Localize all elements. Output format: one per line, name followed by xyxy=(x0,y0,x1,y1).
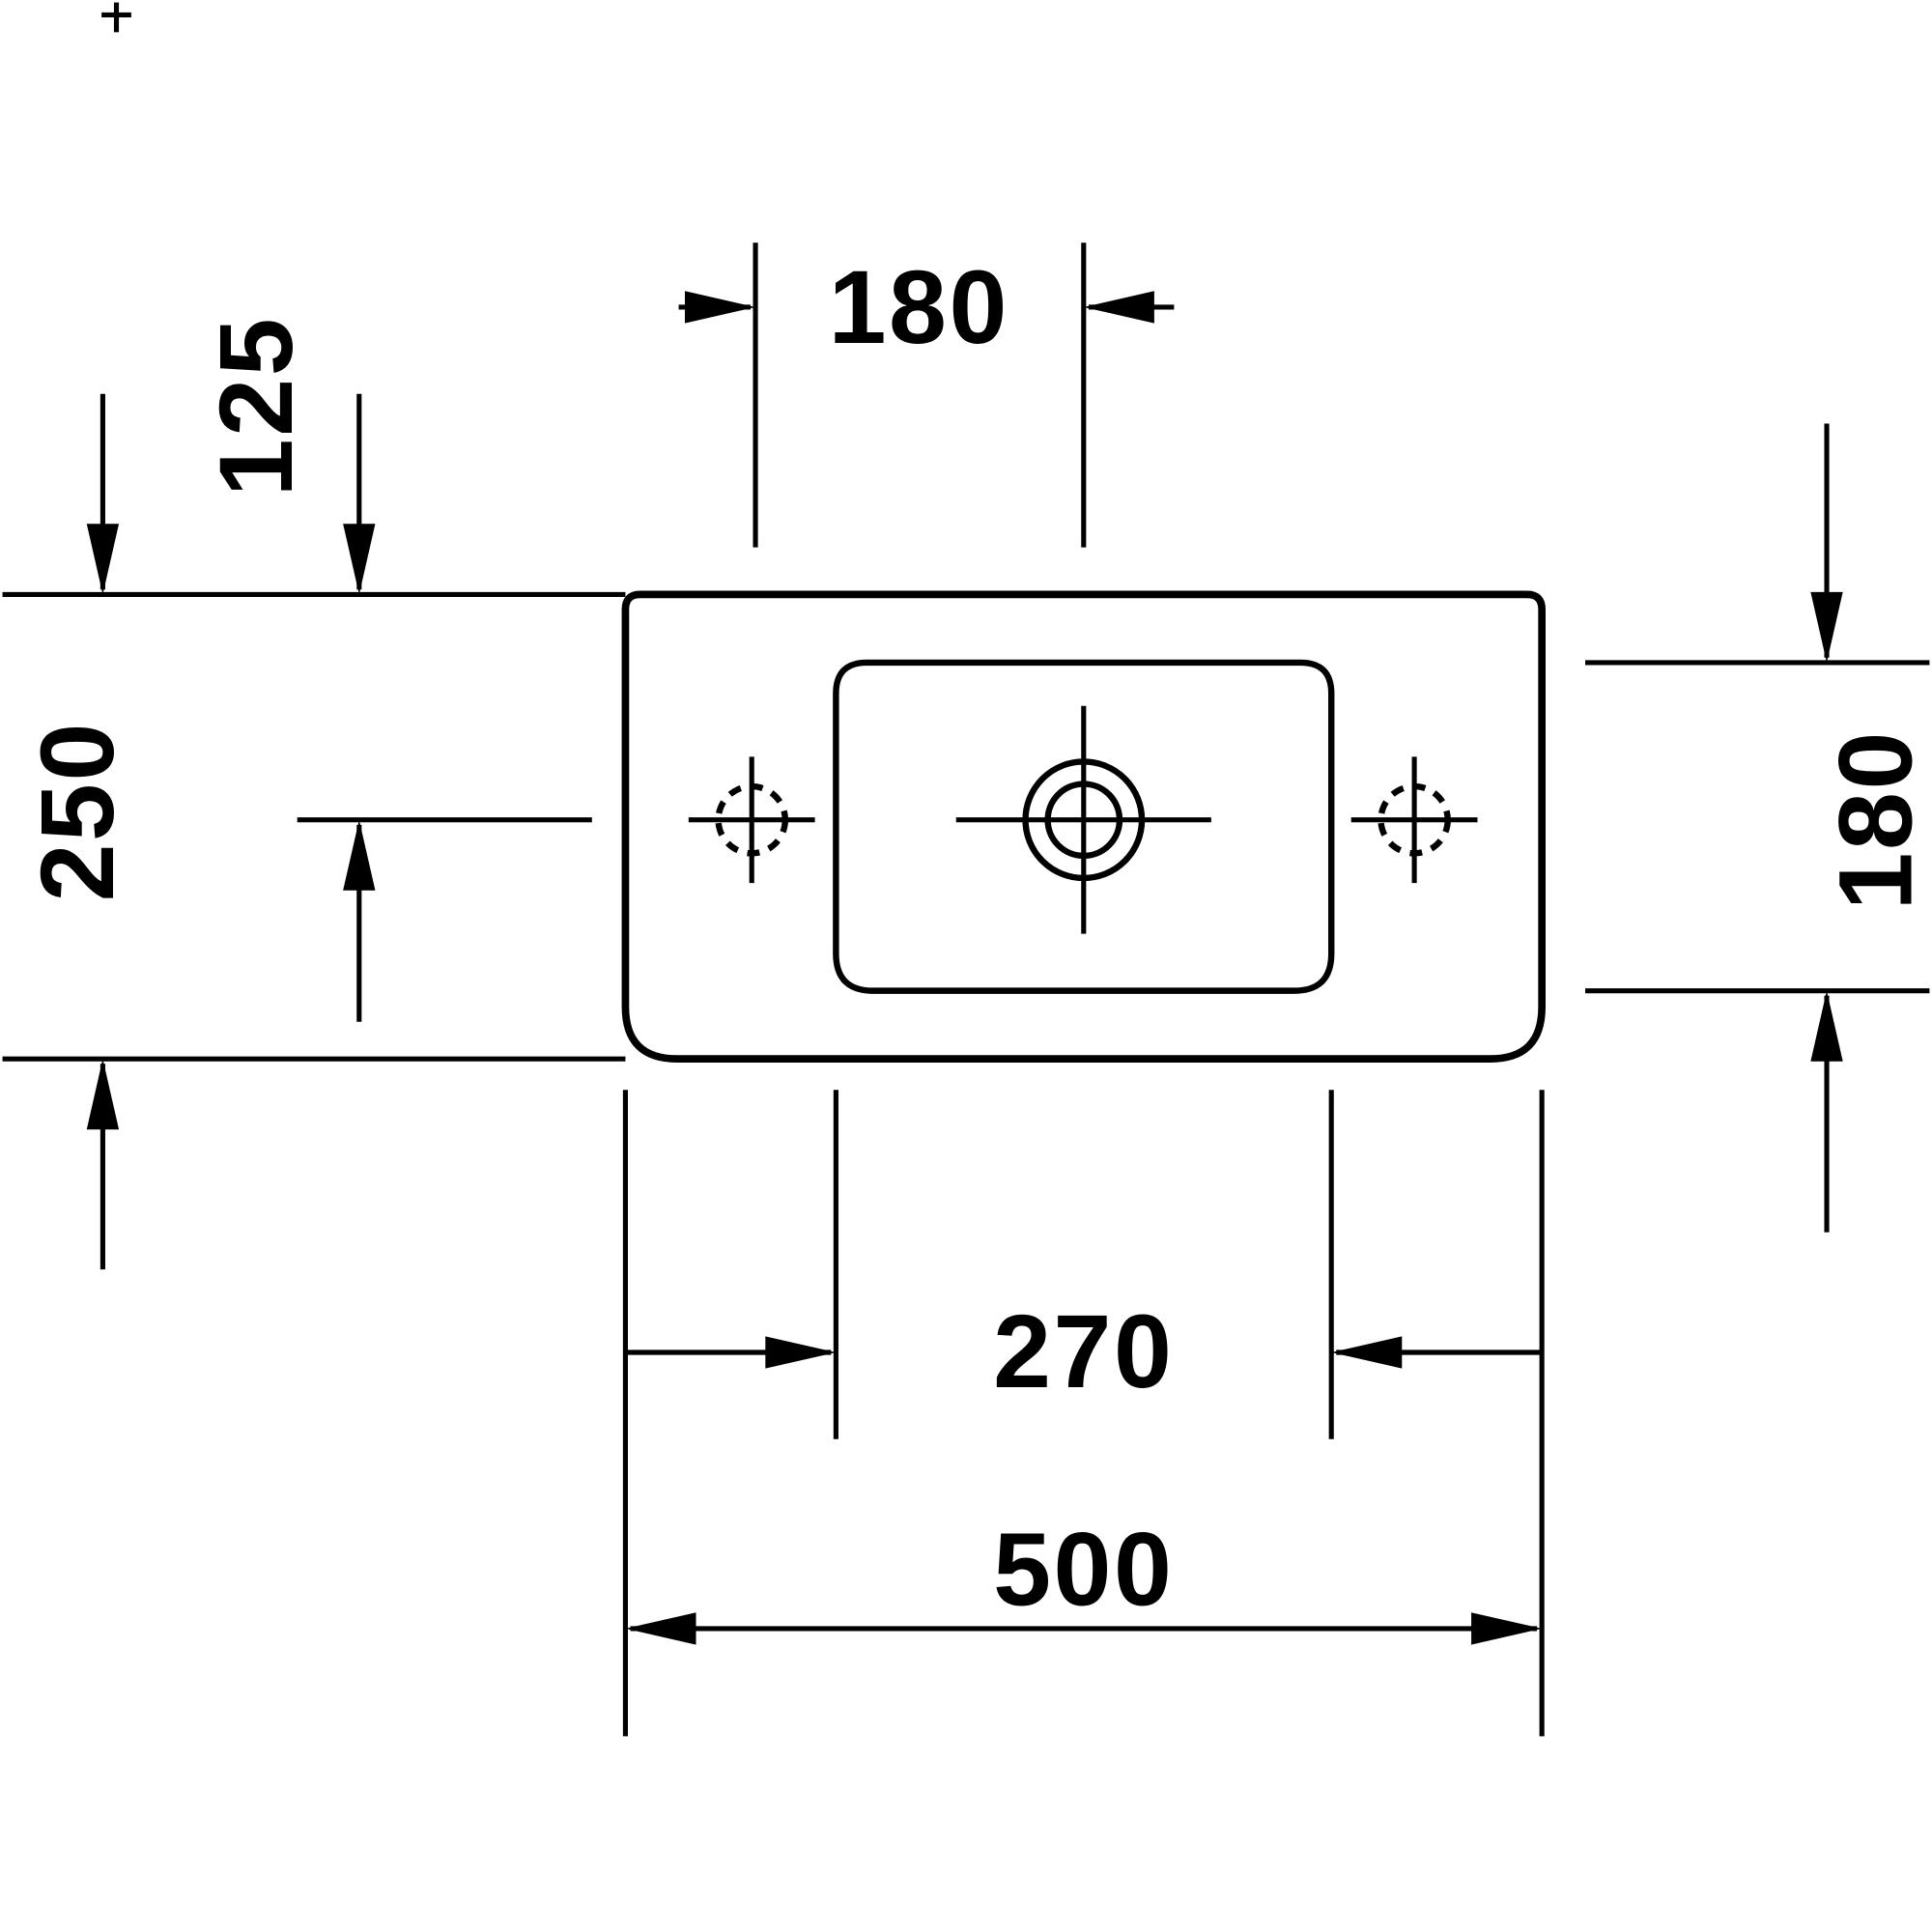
dimension-left-overall-depth: 250 xyxy=(19,393,135,1270)
arrowhead-left xyxy=(625,1612,696,1645)
arrowhead-up xyxy=(343,819,376,891)
left-optional-hole xyxy=(688,756,815,884)
dimension-bottom-inner-width: 270 xyxy=(625,1293,1543,1409)
arrowhead-left xyxy=(1083,291,1154,324)
arrowhead-up xyxy=(1810,990,1843,1062)
bottom-extensions xyxy=(622,1090,1545,1737)
dim-label-overall-width: 500 xyxy=(993,1512,1174,1628)
basin-outer-edge xyxy=(621,590,1547,1063)
dim-label-overall-depth: 250 xyxy=(19,721,135,901)
inner-basin-edge xyxy=(833,659,1335,994)
arrowhead-left xyxy=(1331,1336,1403,1369)
dimension-right-inner-depth: 180 xyxy=(1585,423,1932,1233)
dim-label-edge-to-centerline: 125 xyxy=(198,316,314,497)
basin-outline xyxy=(621,590,1547,1063)
dim-label-inner-depth: 180 xyxy=(1818,729,1932,910)
arrowhead-right xyxy=(765,1336,837,1369)
dim-label-inner-width: 270 xyxy=(993,1293,1174,1409)
arrowhead-down xyxy=(86,524,120,595)
arrowhead-down xyxy=(343,524,376,595)
dimension-bottom-overall-width: 500 xyxy=(625,1512,1543,1645)
arrowhead-up xyxy=(86,1059,120,1130)
left-edge-extensions xyxy=(2,591,626,1062)
arrowhead-right xyxy=(1471,1612,1543,1645)
right-optional-hole xyxy=(1350,756,1478,884)
inner-basin xyxy=(833,659,1335,994)
arrowhead-right xyxy=(684,291,756,324)
dimension-top-hole-spacing: 180 xyxy=(678,242,1175,548)
center-tap-hole xyxy=(955,705,1211,934)
registration-mark xyxy=(101,2,131,33)
arrowhead-down xyxy=(1810,591,1843,663)
dimension-left-edge-to-centerline: 125 xyxy=(198,316,376,1022)
dim-label-top-hole-spacing: 180 xyxy=(829,249,1009,365)
